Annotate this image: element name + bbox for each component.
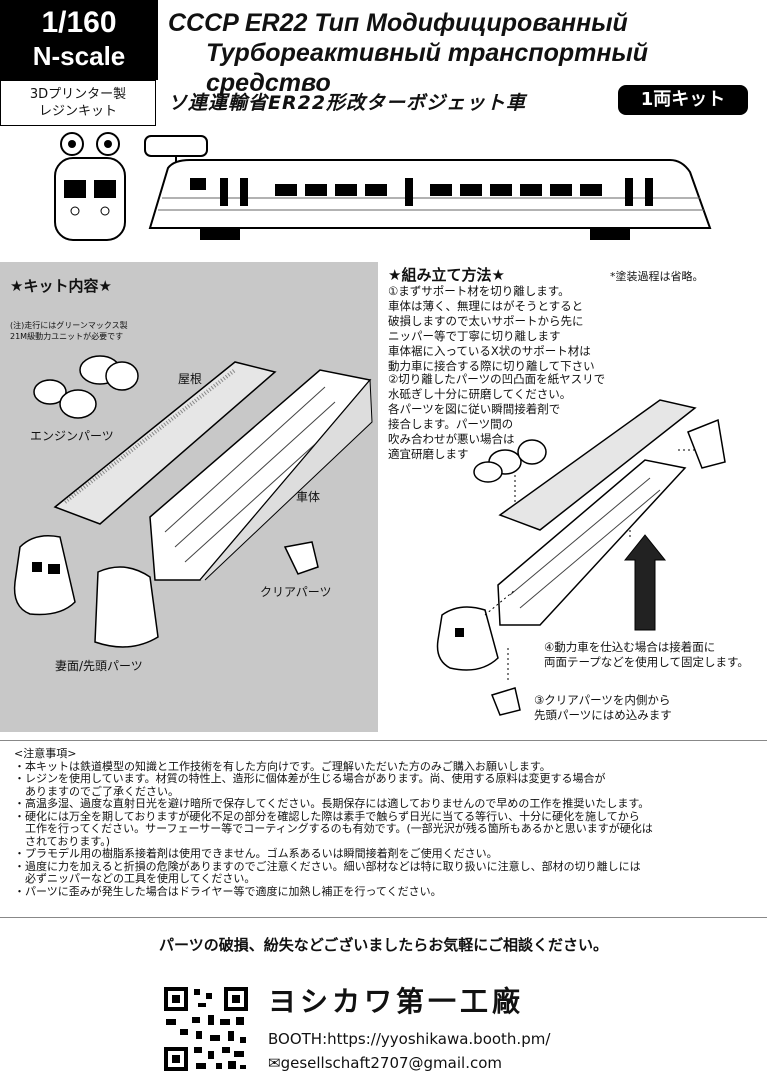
engine-parts-drawing [33, 355, 139, 419]
divider-bottom [0, 917, 767, 918]
kit-count-badge: 1両キット [618, 85, 748, 115]
assembly-body-drawing [497, 459, 687, 626]
booth-link[interactable]: BOOTH:https://yyoshikawa.booth.pm/ [268, 1030, 551, 1048]
kit-type-line2: レジンキット [38, 104, 117, 119]
step-1-line: 車体は薄く、無理にはがそうとすると [388, 299, 584, 313]
step-2-line: 適宜研磨します [388, 447, 469, 461]
caution-line: <注意事項> [14, 747, 77, 760]
scale-name: N-scale [32, 41, 126, 71]
step-1-line: ニッパー等で丁寧に切り離します [388, 329, 561, 343]
scale-badge: 1/160 N-scale [0, 0, 158, 80]
step-1: ①まずサポート材を切り離します。 車体は薄く、無理にはがそうとすると 破損します… [388, 284, 595, 374]
kit-parts-illustration [13, 355, 373, 648]
train-side-illustration [54, 132, 712, 241]
assembly-heading: ★組み立て方法★ [388, 266, 505, 284]
up-arrow-icon [623, 534, 667, 631]
car-body-drawing [149, 369, 373, 581]
divider-top [0, 740, 767, 741]
assembly-illustration [436, 399, 726, 716]
step-4: ④動力車を仕込む場合は接着面に 両面テープなどを使用して固定します。 [544, 640, 749, 670]
label-face-parts: 妻面/先頭パーツ [55, 659, 143, 673]
kit-type-line1: 3Dプリンター製 [29, 87, 127, 102]
step-1-line: 破損しますので太いサポートから先に [388, 314, 584, 328]
assembly-clear-part-drawing [491, 687, 521, 716]
train-front-view [54, 132, 126, 241]
roof-part-drawing [53, 361, 277, 525]
step-1-line: 車体裾に入っているX状のサポート材は [388, 344, 591, 358]
caution-line: ・パーツに歪みが発生した場合はドライヤー等で適度に加熱し補正を行ってください。 [14, 884, 442, 898]
label-body: 車体 [296, 490, 321, 504]
caution-line: ・高温多湿、過度な直射日光を避け暗所で保存してください。長期保存には適しておりま… [14, 797, 650, 810]
step-2: ②切り離したパーツの凹凸面を紙ヤスリで 水砥ぎし十分に研磨してください。 各パー… [388, 372, 605, 462]
title-line2: Турбореактивный транспортный средство [206, 39, 649, 97]
title-line1: CCCP ER22 Тип Модифицированный [168, 9, 628, 37]
step-4-line: ④動力車を仕込む場合は接着面に [544, 640, 716, 654]
caution-notes: <注意事項> ・本キットは鉄道模型の知識と工作技術を有した方向けです。ご理解いた… [14, 747, 764, 898]
caution-line: されております。) [14, 834, 111, 848]
caution-line: 工作を行ってください。サーフェーサー等でコーティングするのも有効です。(一部光沢… [14, 822, 653, 835]
qr-code-icon[interactable] [162, 985, 250, 1073]
scale-ratio: 1/160 [41, 6, 117, 39]
step-2-line: ②切り離したパーツの凹凸面を紙ヤスリで [388, 372, 606, 386]
kit-contents-heading: ★キット内容★ [10, 277, 112, 295]
brand-name: ヨシカワ第一工廠 [268, 985, 525, 1018]
contact-message: パーツの破損、紛失などございましたらお気軽にご相談ください。 [159, 936, 608, 954]
motor-note-line1: (注)走行にはグリーンマックス製 [10, 321, 128, 330]
caution-line: ・過度に力を加えると折損の危険がありますのでご注意ください。細い部材などは特に取… [14, 859, 641, 873]
step-4-line: 両面テープなどを使用して固定します。 [544, 655, 749, 669]
step-3-line: 先頭パーツにはめ込みます [534, 708, 672, 722]
kit-type-box: 3Dプリンター製 レジンキット [0, 80, 156, 126]
assembly-end-piece-drawing [687, 418, 726, 469]
step-2-line: 水砥ぎし十分に研磨してください。 [388, 387, 572, 401]
assembly-face-drawing [436, 606, 499, 671]
caution-line: ・本キットは鉄道模型の知識と工作技術を有した方向けです。ご理解いただいた方のみご… [14, 759, 551, 773]
caution-line: ・硬化には万全を期しておりますが硬化不足の部分を確認した際は素手で触らず日光に当… [14, 809, 640, 823]
label-clear-parts: クリアパーツ [260, 585, 332, 599]
train-side-view [144, 135, 712, 240]
paint-note: *塗装過程は省略。 [610, 270, 704, 283]
assembly-engine-drawing [473, 439, 547, 483]
motor-note-line2: 21M級動力ユニットが必要です [10, 332, 124, 341]
email-link[interactable]: ✉gesellschaft2707@gmail.com [268, 1054, 502, 1072]
step-1-line: 動力車に接合する際に切り離して下さい [388, 359, 595, 373]
step-3-line: ③クリアパーツを内側から [534, 693, 671, 707]
step-3: ③クリアパーツを内側から 先頭パーツにはめ込みます [534, 693, 672, 723]
page-subtitle: ソ連運輸省ER22形改ターボジェット車 [168, 92, 527, 114]
caution-line: ・プラモデル用の樹脂系接着剤は使用できません。ゴム系あるいは瞬間接着剤をご使用く… [14, 847, 498, 860]
step-2-line: 接合します。パーツ間の [388, 417, 514, 431]
face-parts-drawing [13, 535, 159, 648]
page-title: CCCP ER22 Тип Модифицированный Турбореак… [168, 8, 763, 98]
label-engine-parts: エンジンパーツ [30, 429, 114, 443]
step-1-line: ①まずサポート材を切り離します。 [388, 284, 570, 298]
motor-unit-note: (注)走行にはグリーンマックス製 21M級動力ユニットが必要です [10, 320, 128, 342]
caution-line: ありますのでご了承ください。 [14, 784, 179, 798]
assembly-roof-drawing [498, 399, 697, 531]
clear-parts-drawing [283, 541, 319, 575]
label-roof: 屋根 [178, 372, 203, 386]
step-2-line: 各パーツを図に従い瞬間接着剤で [388, 402, 561, 416]
caution-line: 必ずニッパーなどの工具を使用してください。 [14, 872, 256, 885]
step-2-line: 吹み合わせが悪い場合は [388, 432, 515, 446]
caution-line: ・レジンを使用しています。材質の特性上、造形に個体差が生じる場合があります。尚、… [14, 772, 606, 785]
